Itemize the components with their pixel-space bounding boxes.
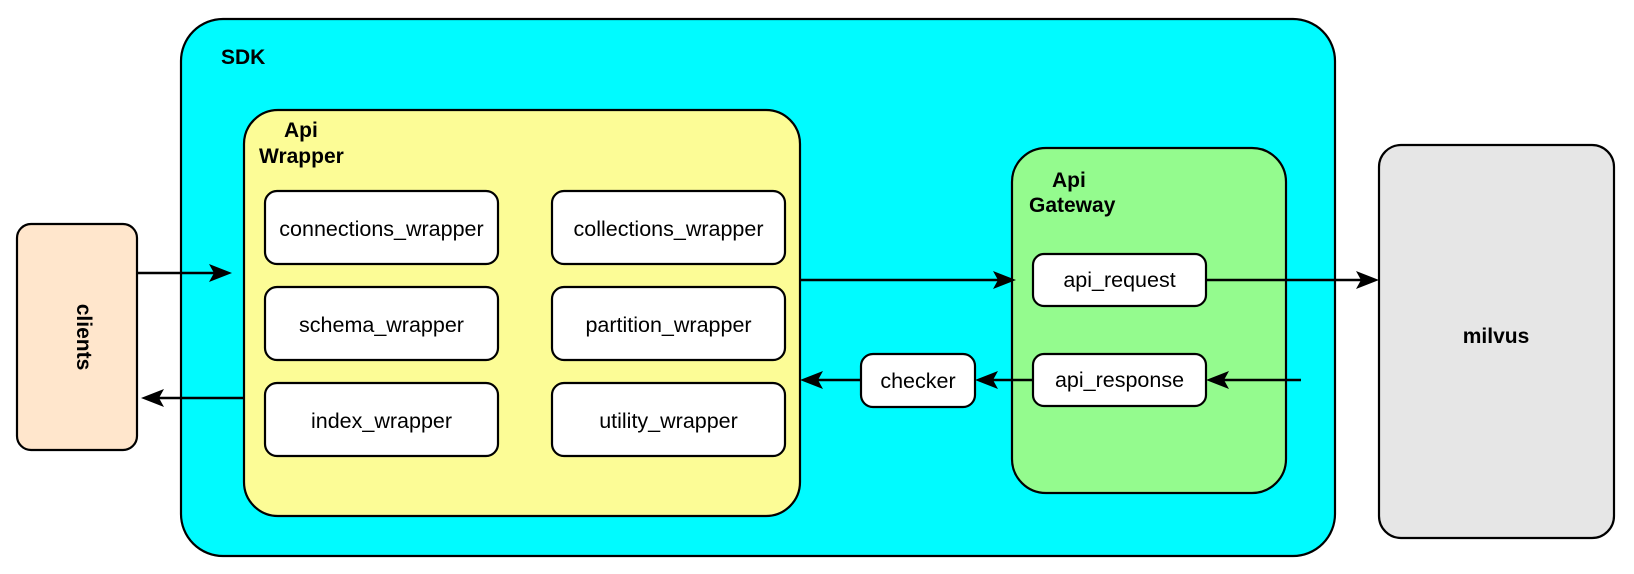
- arrow-head-icon: [993, 271, 1016, 289]
- node-box: [550, 381, 787, 458]
- node-box: [550, 189, 787, 266]
- milvus-label: milvus: [1463, 325, 1530, 348]
- gateway-module-label: api_request: [1063, 268, 1175, 292]
- node-box: [263, 381, 500, 458]
- node-box: [15, 222, 139, 452]
- wrapper-module-label: index_wrapper: [311, 409, 452, 433]
- edge-wrapper-to-clients: [141, 389, 244, 407]
- wrapper-module-partition-wrapper[interactable]: partition_wrapper: [550, 285, 787, 362]
- gateway-module-label: api_response: [1055, 368, 1184, 392]
- node-box: [550, 285, 787, 362]
- wrapper-module-label: connections_wrapper: [279, 217, 483, 241]
- milvus-node[interactable]: milvus: [1377, 143, 1616, 540]
- arrow-head-icon: [975, 371, 998, 389]
- wrapper-module-label: utility_wrapper: [599, 409, 738, 433]
- wrapper-module-collections-wrapper[interactable]: collections_wrapper: [550, 189, 787, 266]
- clients-label: clients: [72, 304, 95, 371]
- edge-checker-to-wrapper: [800, 371, 861, 389]
- wrapper-module-schema-wrapper[interactable]: schema_wrapper: [263, 285, 500, 362]
- clients-node[interactable]: clients: [15, 222, 139, 452]
- wrapper-module-index-wrapper[interactable]: index_wrapper: [263, 381, 500, 458]
- api-gateway-label-line1: Api: [1052, 169, 1086, 192]
- arrow-head-icon: [141, 389, 164, 407]
- arrow-head-icon: [1356, 271, 1379, 289]
- checker-label: checker: [880, 369, 955, 393]
- edge-response-to-checker: [975, 371, 1033, 389]
- node-box: [1377, 143, 1616, 540]
- gateway-module-api-request[interactable]: api_request: [1031, 252, 1208, 308]
- wrapper-module-utility-wrapper[interactable]: utility_wrapper: [550, 381, 787, 458]
- arrow-head-icon: [209, 264, 232, 282]
- gateway-module-api-response[interactable]: api_response: [1031, 352, 1208, 408]
- checker-node[interactable]: checker: [859, 352, 977, 409]
- wrapper-module-label: schema_wrapper: [299, 313, 464, 337]
- wrapper-module-label: collections_wrapper: [573, 217, 763, 241]
- api-gateway-label-line2: Gateway: [1029, 194, 1116, 217]
- sdk-container-label: SDK: [221, 46, 265, 69]
- api-wrapper-label-line2: Wrapper: [259, 145, 344, 168]
- wrapper-module-connections-wrapper[interactable]: connections_wrapper: [263, 189, 500, 266]
- edge-clients-to-wrapper: [137, 264, 232, 282]
- wrapper-module-label: partition_wrapper: [585, 313, 751, 337]
- node-box: [263, 189, 500, 266]
- arrow-head-icon: [1206, 371, 1229, 389]
- arrow-head-icon: [800, 371, 823, 389]
- api-wrapper-label-line1: Api: [284, 119, 318, 142]
- node-box: [263, 285, 500, 362]
- edge-wrapper-to-gateway: [800, 271, 1016, 289]
- edge-milvus-to-response: [1206, 371, 1301, 389]
- edge-gateway-to-milvus: [1206, 271, 1379, 289]
